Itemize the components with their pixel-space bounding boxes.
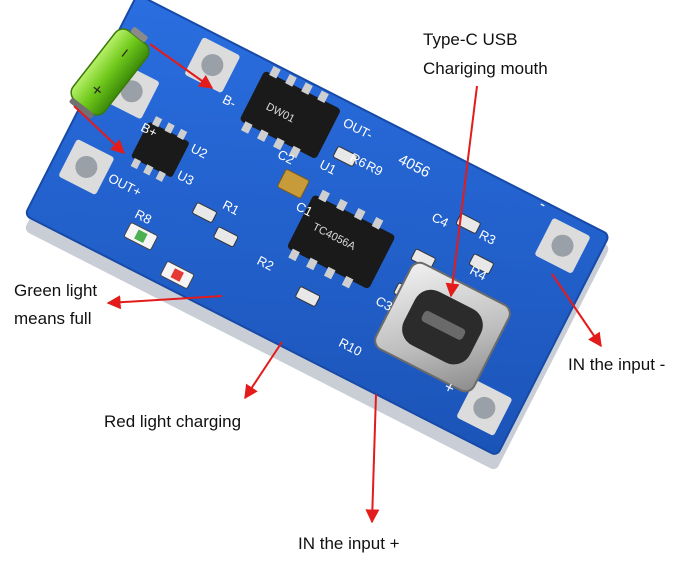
chip-dw01 [240,65,340,159]
led-red [160,261,195,289]
led-green [124,222,158,251]
callout-red: Red light charging [104,409,241,434]
silk-c2: C2 [275,147,297,168]
usb-c-connector [374,261,511,393]
chip-tc4056a [287,189,395,289]
silk-r6: R6 [348,150,370,171]
silk-r8: R8 [132,206,154,227]
battery-icon: − + [69,27,150,119]
red-arrow-in-minus [551,273,602,348]
red-arrow-green [106,295,223,310]
callout-green-line1: Green light [14,281,98,300]
silk-b-minus: B- [220,92,238,111]
red-arrow-b-plus [73,105,126,154]
pad-in-minus [535,218,590,273]
red-arrow-red [244,341,283,400]
callout-usb-line1: Type-C USB [423,30,518,49]
silk-c3: C3 [373,293,395,314]
silk-r2: R2 [255,253,277,274]
red-arrow-usb [445,85,478,298]
pad-in-plus [457,380,512,436]
silk-c4: C4 [429,209,451,230]
callout-usb-line2: Chariging mouth [423,59,548,78]
silk-r3: R3 [477,227,499,248]
callout-green-line2: means full [14,309,92,328]
silk-r9: R9 [364,158,386,179]
silk-r1: R1 [220,197,242,218]
callout-usb: Type-C USB Chariging mouth [423,27,548,81]
silk-c1: C1 [294,199,316,220]
silk-u3: U3 [175,167,197,188]
callout-red-text: Red light charging [104,412,242,431]
callout-in-minus: IN the input - [568,352,665,377]
callout-arrows [73,43,602,524]
silk-r4: R4 [467,262,489,283]
callout-in-minus-text: IN the input - [568,355,666,374]
silk-u1: U1 [317,157,339,178]
red-arrow-b-minus [149,43,214,89]
red-arrow-in-plus [365,393,380,524]
chip-u3 [130,116,189,182]
callout-in-plus: IN the input + [298,531,400,556]
callout-in-plus-text: IN the input + [298,534,400,553]
callout-green: Green light means full [14,278,97,331]
silk-u2: U2 [188,141,210,162]
pad-out-plus [59,139,114,195]
silk-b-plus: B+ [139,120,160,141]
pcb-board: B- B+ OUT- OUT+ M 4056 - + U1 U2 U3 C1 C… [25,0,609,469]
